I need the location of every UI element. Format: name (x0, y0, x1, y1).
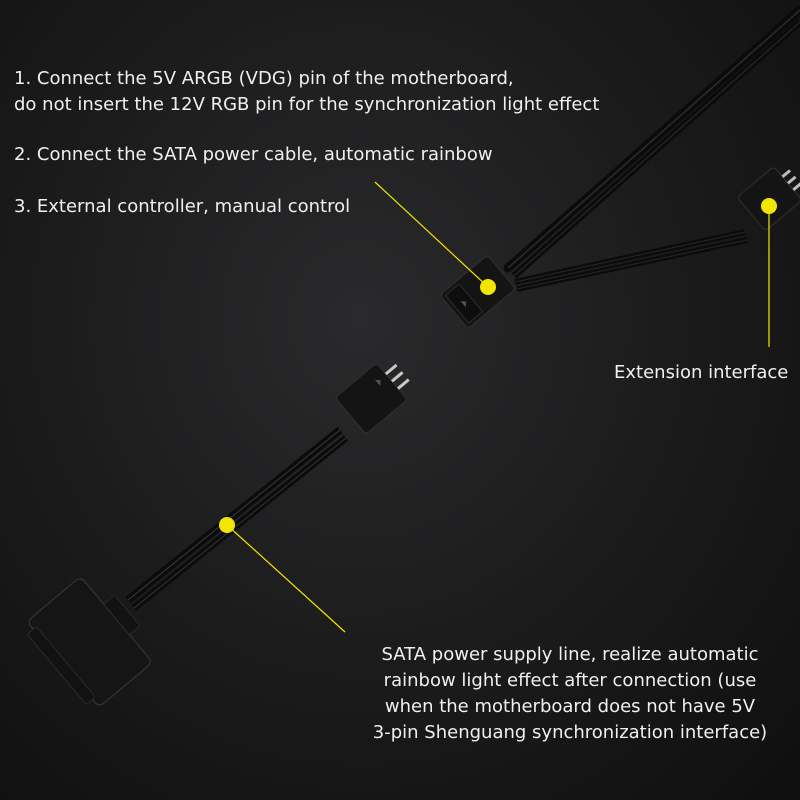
extension-callout-dot (761, 198, 777, 214)
sata-callout-dot (219, 517, 235, 533)
callout-lines (226, 181, 770, 633)
sata-note-line-1: SATA power supply line, realize automati… (381, 644, 759, 665)
sata-line-argb-connector (336, 363, 410, 434)
extension-interface-label: Extension interface (614, 362, 789, 383)
instruction-1: 1. Connect the 5V ARGB (VDG) pin of the … (14, 66, 599, 118)
sata-cable (125, 426, 349, 611)
main-cable (503, 5, 800, 279)
sata-power-note: SATA power supply line, realize automati… (355, 642, 785, 746)
hub-callout-dot (480, 279, 496, 295)
sata-note-line-2: rainbow light effect after connection (u… (383, 670, 757, 691)
instruction-2: 2. Connect the SATA power cable, automat… (14, 144, 493, 165)
sata-power-connector (27, 578, 151, 706)
instruction-3: 3. External controller, manual control (14, 196, 351, 217)
argb-hub-connector (440, 256, 515, 328)
sata-note-line-3: when the motherboard does not have 5V (384, 696, 756, 717)
sata-note-line-4: 3-pin Shenguang synchronization interfac… (372, 722, 768, 743)
branch-cable (514, 229, 748, 292)
instruction-1-line-2: do not insert the 12V RGB pin for the sy… (14, 94, 600, 115)
instruction-1-line-1: 1. Connect the 5V ARGB (VDG) pin of the … (14, 68, 514, 89)
